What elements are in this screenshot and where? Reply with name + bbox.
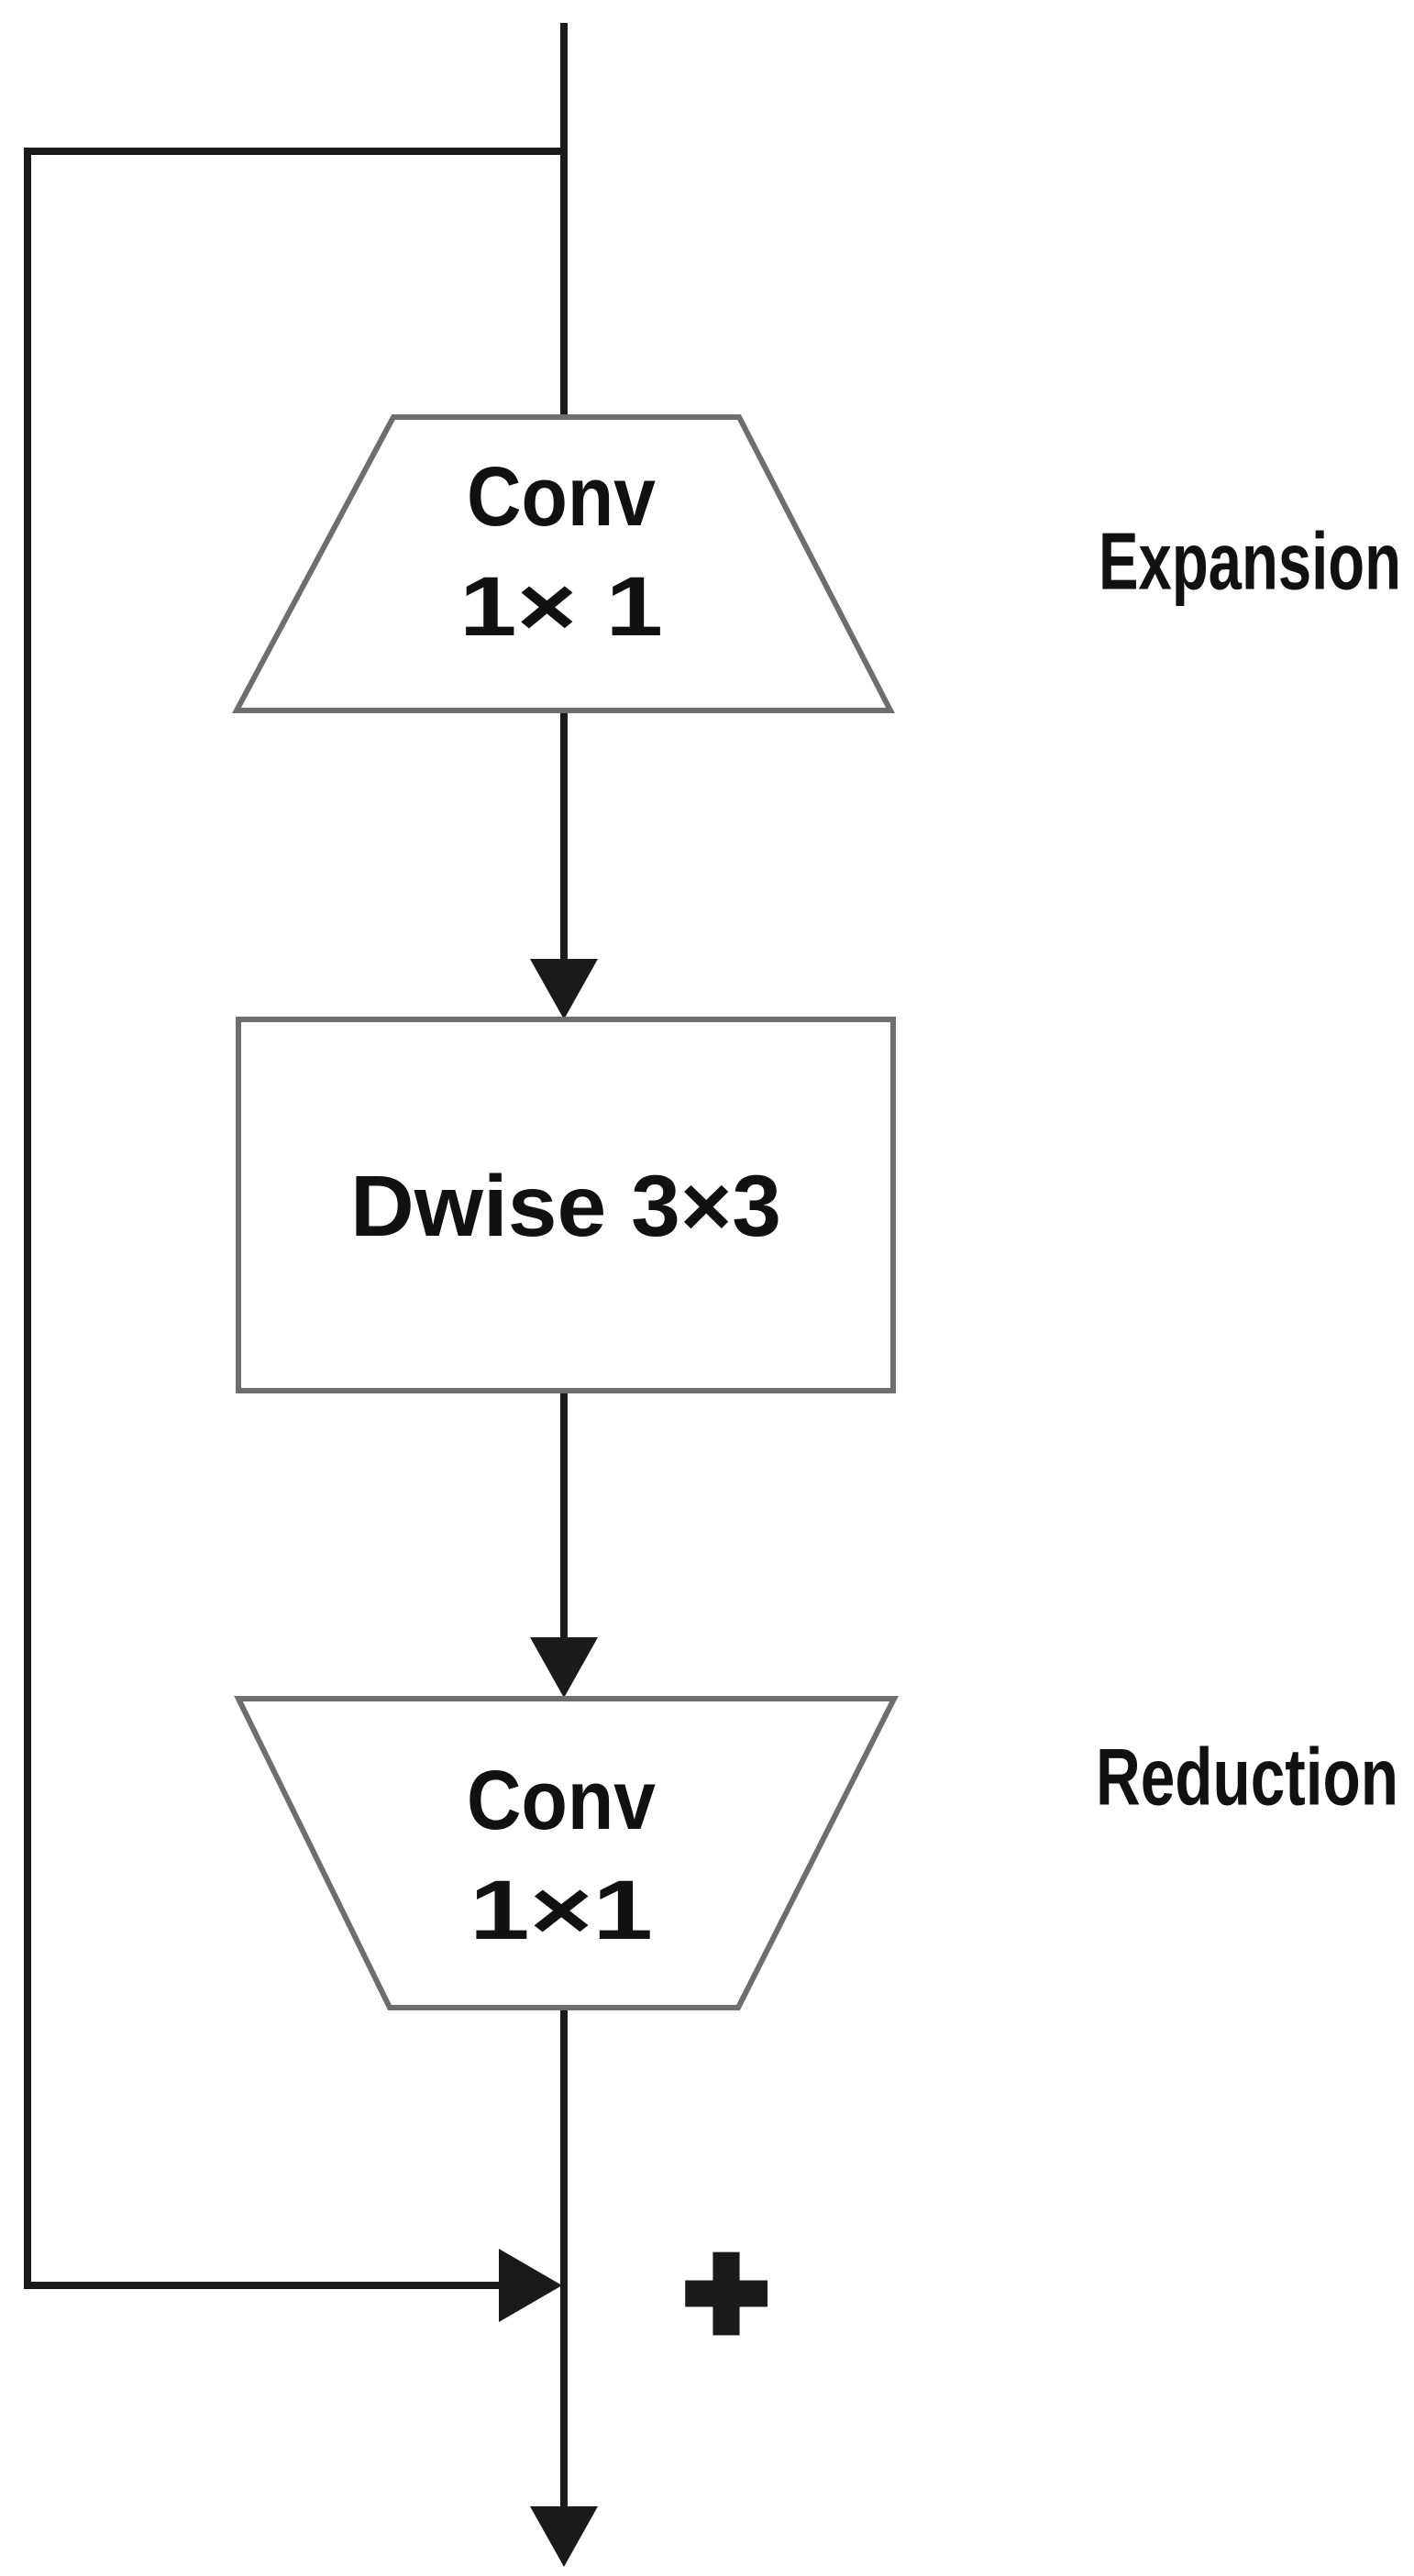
reduction-conv-label-line2: 1×1 bbox=[469, 1864, 653, 1957]
expansion-annotation: Expansion bbox=[1099, 516, 1401, 607]
arrowheads bbox=[499, 959, 598, 2567]
node-labels: Conv 1× 1 Dwise 3×3 Conv 1×1 bbox=[350, 450, 781, 1957]
arrow-down-into-dwise-icon bbox=[530, 959, 598, 1019]
skip-connection-line bbox=[24, 148, 564, 2289]
output-arrow-down-icon bbox=[530, 2506, 598, 2567]
side-annotations: Expansion Reduction bbox=[1096, 516, 1401, 1822]
expansion-conv-label-line1: Conv bbox=[467, 450, 656, 544]
reduction-conv-node bbox=[234, 1696, 899, 2010]
arrow-down-into-reduction-icon bbox=[530, 1637, 598, 1698]
expansion-conv-node bbox=[231, 414, 895, 713]
expansion-conv-label-line2: 1× 1 bbox=[459, 560, 663, 654]
skip-merge-arrow-right-icon bbox=[499, 2249, 562, 2322]
add-symbol: + bbox=[685, 2213, 768, 2372]
dwise-label: Dwise 3×3 bbox=[350, 1158, 781, 1255]
reduction-annotation: Reduction bbox=[1096, 1732, 1398, 1822]
node-shapes bbox=[231, 414, 899, 2010]
connector-lines bbox=[24, 23, 568, 2514]
dwise-node bbox=[236, 1017, 896, 1393]
reduction-conv-label-line1: Conv bbox=[467, 1754, 656, 1847]
